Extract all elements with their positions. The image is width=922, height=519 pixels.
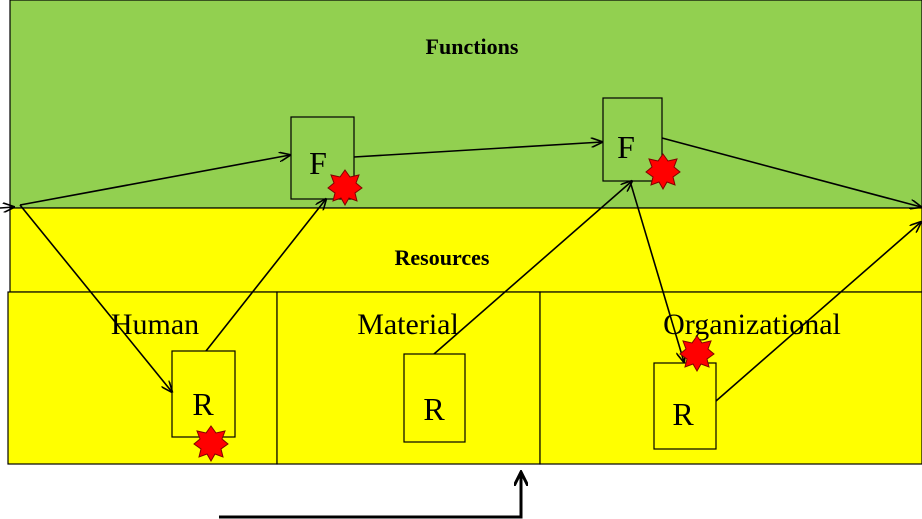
arrow-f2-to-r-organizational bbox=[629, 180, 684, 362]
marker-icon-r-human bbox=[193, 425, 229, 463]
marker-icon-r-organizational bbox=[679, 335, 715, 373]
functions-band bbox=[9, 0, 922, 209]
arrow-f1-to-f2 bbox=[353, 142, 602, 158]
resource-box-material-label: R bbox=[423, 391, 445, 427]
functions-title: Functions bbox=[426, 34, 519, 59]
resource-box-human-label: R bbox=[192, 386, 214, 422]
material-column bbox=[276, 291, 541, 465]
marker-icon-f1 bbox=[327, 169, 363, 207]
resource-box-organizational-label: R bbox=[672, 396, 694, 432]
function-box-2-label: F bbox=[617, 129, 635, 165]
resources-band bbox=[9, 207, 922, 293]
arrow-r-human-to-f1 bbox=[205, 199, 326, 352]
arrow-r-organizational-to-exit bbox=[715, 222, 921, 402]
function-box-1-label: F bbox=[309, 145, 327, 181]
resources-title: Resources bbox=[395, 245, 490, 270]
arrow-r-material-to-f2 bbox=[433, 181, 632, 355]
arrow-start-to-r-human bbox=[19, 204, 172, 392]
material-label: Material bbox=[357, 308, 459, 341]
arrow-start-to-f1 bbox=[19, 155, 290, 206]
marker-icon-f2 bbox=[645, 153, 681, 191]
organizational-column bbox=[539, 291, 922, 465]
bottom-input-arrow bbox=[219, 472, 521, 519]
entry-arrow bbox=[0, 207, 14, 208]
human-column bbox=[7, 291, 278, 465]
organizational-label: Organizational bbox=[663, 308, 841, 341]
arrow-f2-to-exit bbox=[661, 137, 921, 207]
human-label: Human bbox=[111, 308, 199, 341]
